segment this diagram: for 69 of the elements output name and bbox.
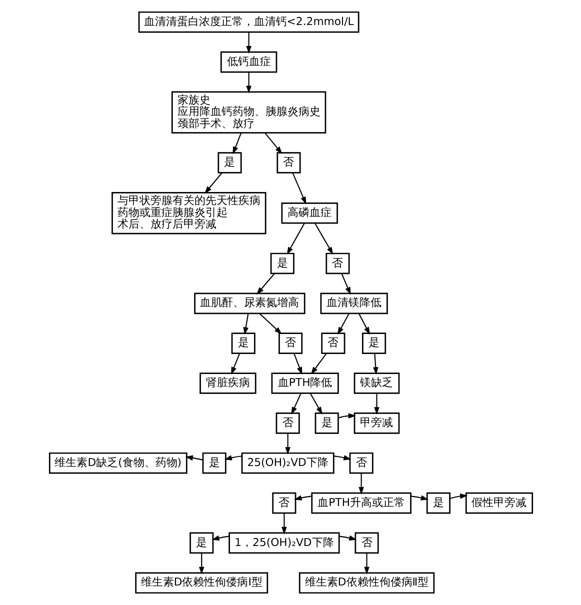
node-box: 否: [272, 492, 296, 514]
node-box: 是: [217, 152, 242, 174]
node-box: 血清清蛋白浓度正常，血清钙<2.2mmol/L: [138, 11, 359, 33]
arrow: [230, 353, 240, 375]
arrow: [242, 313, 248, 335]
arrow: [184, 455, 202, 461]
arrow: [258, 313, 282, 334]
node-box: 低钙血症: [220, 51, 277, 73]
node-box: 维生素D缺乏(食物、药物): [48, 452, 187, 474]
arrow: [333, 455, 351, 460]
arrow: [198, 553, 204, 574]
arrow: [204, 172, 222, 194]
arrow: [314, 223, 333, 255]
node-box: 是: [362, 332, 386, 354]
node-box: 否: [276, 152, 300, 174]
node-box: 否: [348, 452, 373, 474]
arrow: [372, 353, 378, 375]
node-box: 血PTH升高或正常: [310, 492, 411, 514]
arrow: [292, 172, 306, 204]
arrow: [264, 132, 282, 154]
node-box: 否: [275, 412, 300, 434]
arrow: [246, 32, 251, 54]
arrow: [281, 513, 286, 535]
arrow: [310, 353, 326, 375]
node-box: 否: [278, 332, 302, 354]
arrow: [338, 535, 356, 541]
node-box: 1，25(OH)₂VD下降: [228, 532, 340, 554]
node-box: 否: [320, 332, 345, 354]
node-box: 假性甲旁减: [464, 492, 533, 514]
node-box: 是: [202, 452, 226, 474]
arrow: [290, 393, 301, 415]
arrow: [246, 72, 251, 94]
arrow: [410, 495, 428, 500]
arrow: [364, 553, 369, 574]
arrow: [286, 223, 304, 255]
arrow: [293, 353, 302, 375]
node-box: 血PTH降低: [270, 372, 338, 394]
node-box: 是: [230, 332, 255, 354]
node-box: 是: [426, 492, 450, 514]
arrow: [284, 433, 290, 455]
arrow: [232, 132, 242, 154]
arrow: [336, 313, 349, 335]
node-box: 家族史 应用降血钙药物、胰腺炎病史 颈部手术、放疗: [170, 91, 326, 134]
arrow: [338, 413, 356, 418]
arrow: [340, 273, 350, 295]
arrow: [309, 393, 322, 415]
node-box: 与甲状旁腺有关的先天性疾病 药物或重症胰腺炎引起 术后、放疗后甲旁减: [111, 192, 266, 234]
arrow: [449, 494, 468, 499]
node-box: 血清镁降低: [320, 292, 388, 314]
arrow: [224, 455, 242, 460]
arrow: [358, 313, 370, 335]
node-box: 甲旁减: [353, 412, 400, 434]
arrow: [374, 393, 379, 415]
arrow: [358, 473, 364, 495]
node-box: 是: [270, 252, 294, 274]
node-box: 血肌酐、尿素氮增高: [194, 292, 305, 314]
node-box: 肾脏疾病: [199, 372, 256, 394]
node-box: 否: [354, 532, 378, 554]
node-box: 是: [314, 412, 338, 434]
node-box: 25(OH)₂VD下降: [240, 452, 334, 474]
node-box: 维生素D依赖性佝偻病Ⅰ型: [134, 572, 268, 594]
arrow: [294, 495, 312, 500]
node-box: 高磷血症: [280, 202, 338, 224]
node-box: 是: [189, 532, 214, 554]
arrow: [256, 273, 274, 295]
node-box: 维生素D依赖性佝偻病Ⅱ型: [298, 572, 434, 594]
arrow: [211, 535, 229, 541]
node-box: 镁缺乏: [353, 372, 400, 394]
node-box: 否: [325, 252, 350, 274]
